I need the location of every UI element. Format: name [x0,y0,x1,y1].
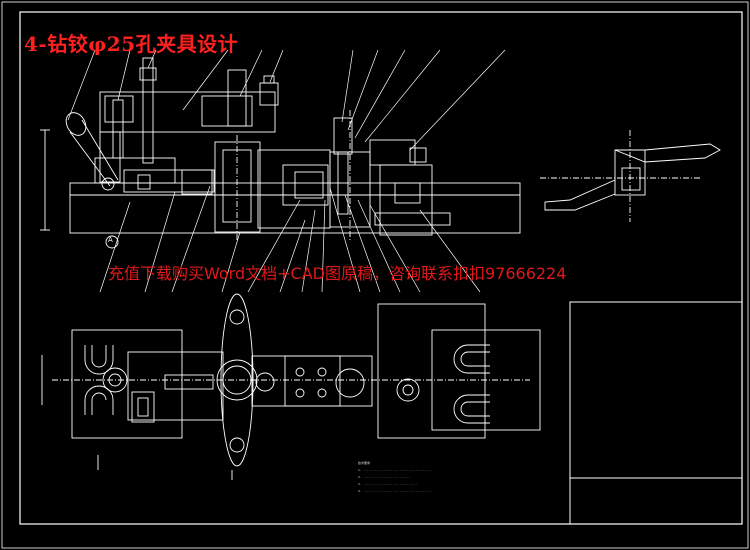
leader-lines-top [67,49,506,151]
note-line: 3. .............................. [358,482,418,486]
top-view [41,293,541,480]
note-line: 4. .....................................… [358,489,433,493]
note-line: 2. .......................... [358,475,411,479]
inner-drawing-frame [19,11,743,525]
technical-notes: 技术要求 1. ................................… [358,460,432,495]
drawing-title: 4-钻铰φ25孔夹具设计 [24,32,239,56]
title-block [569,301,743,525]
leader-lines-bottom [99,185,481,293]
side-view [540,130,721,222]
note-line: 1. .....................................… [358,468,433,472]
watermark-text: 充值下载购买Word文档+CAD图原稿，咨询联系扣扣97666224 [108,264,567,283]
section-label: A [108,236,113,244]
note-line: 技术要求 [358,461,371,465]
front-view [40,57,521,249]
